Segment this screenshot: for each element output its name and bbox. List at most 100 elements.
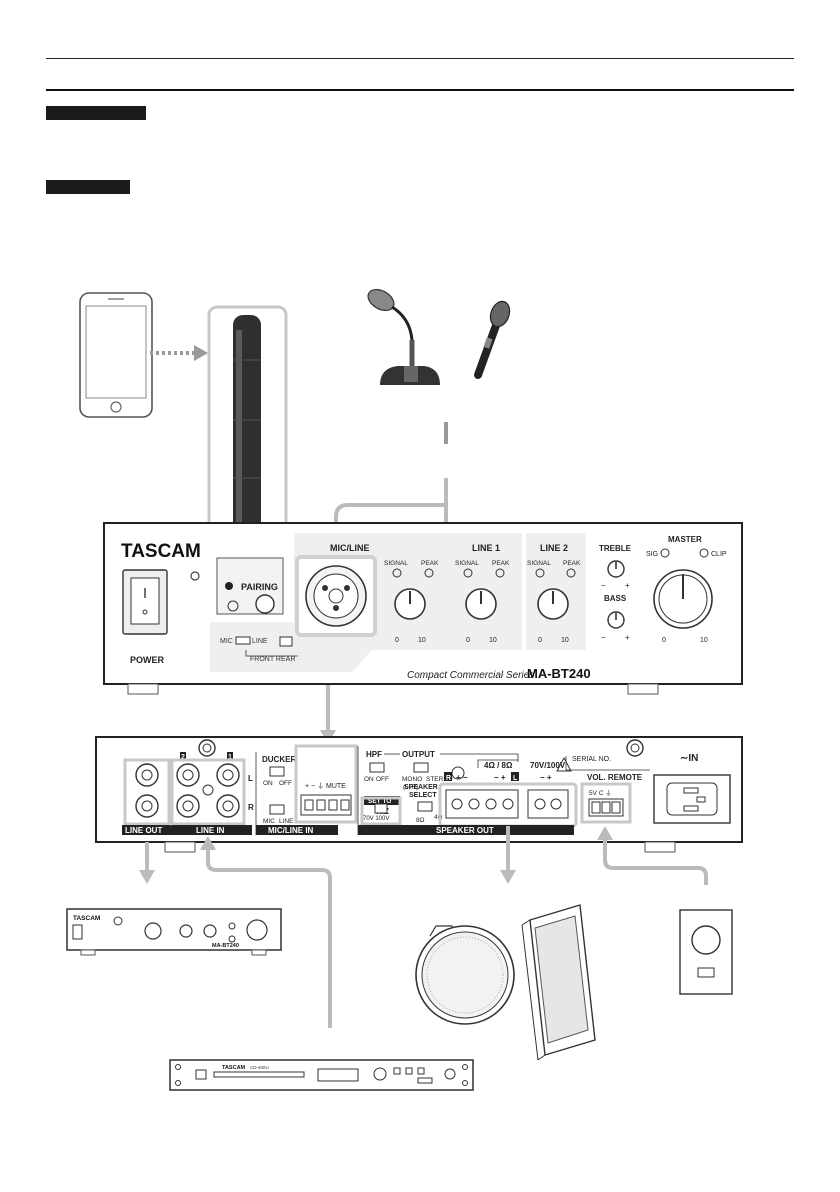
mic-line-in-label: MIC/LINE IN <box>268 826 314 835</box>
svg-text:SIGNAL: SIGNAL <box>527 560 551 567</box>
top-rule <box>46 58 794 59</box>
player-brand: TASCAM <box>222 1065 246 1071</box>
output-mode-switch[interactable] <box>413 762 429 773</box>
impedance-label: 4Ω / 8Ω <box>484 761 513 770</box>
line-in-ch1-label: 1 <box>228 754 232 761</box>
mic-line-rear-switch[interactable] <box>269 804 285 815</box>
sub-amp-model: MA-BT240 <box>212 943 239 949</box>
svg-text:SIGNAL: SIGNAL <box>455 560 479 567</box>
clip-led <box>699 548 709 558</box>
line1-section-label: LINE 1 <box>472 543 500 553</box>
channel-line1: SIGNAL PEAK 0 10 <box>455 560 510 644</box>
speaker-terminal-block-70v[interactable] <box>527 789 569 819</box>
svg-text:PEAK: PEAK <box>421 560 439 567</box>
mic-line-terminal-block[interactable] <box>300 794 352 816</box>
speaker-terminal-block-4ohm[interactable] <box>445 789 519 819</box>
gooseneck-microphone-icon <box>367 288 440 385</box>
stereo-label: STEREO <box>426 776 453 783</box>
pairing-button[interactable] <box>255 594 275 614</box>
speaker-r-label: R <box>446 775 451 782</box>
high-voltage-label: 70V/100V <box>530 761 566 770</box>
remote-terminal-block[interactable] <box>588 798 624 817</box>
speaker-out-label: SPEAKER OUT <box>436 826 494 835</box>
model-label: MA-BT240 <box>527 666 591 681</box>
sig-led <box>660 548 670 558</box>
volume-remote-icon <box>679 909 733 995</box>
series-label: Compact Commercial Series <box>407 670 534 681</box>
rear-panel: LINE OUT 2 1 L R LINE IN DUCKER ON OFF M… <box>95 736 743 853</box>
ducker-switch[interactable] <box>269 766 285 777</box>
line-out-jack-1[interactable] <box>135 763 159 787</box>
vol-remote-label: VOL. REMOTE <box>587 773 643 782</box>
mono-label: MONO <box>402 776 422 783</box>
line-in-1r-jack[interactable] <box>216 794 240 818</box>
ceiling-speaker-icon <box>415 925 515 1025</box>
set-to-label: SET TO <box>368 798 391 805</box>
channel-line2: SIGNAL PEAK 0 10 <box>527 560 581 644</box>
line2-section-label: LINE 2 <box>540 543 568 553</box>
master-label: MASTER <box>668 535 702 544</box>
pairing-label: PAIRING <box>241 582 278 592</box>
front-panel: TASCAM POWER PAIRING MIC/LINE MIC LINE F… <box>103 522 743 695</box>
line-in-2l-jack[interactable] <box>176 763 200 787</box>
treble-label: TREBLE <box>599 544 632 553</box>
svg-text:SIGNAL: SIGNAL <box>384 560 408 567</box>
mic-switch-label: MIC <box>220 638 233 645</box>
brand-logo: TASCAM <box>121 541 201 562</box>
mic-line-switch[interactable] <box>235 636 251 645</box>
hiz-switch[interactable] <box>374 803 388 814</box>
sig-label: SIG <box>646 551 658 558</box>
wall-speaker-icon <box>521 904 596 1061</box>
speaker-l-label: L <box>513 775 518 782</box>
svg-text:10: 10 <box>561 637 569 644</box>
svg-text:0: 0 <box>538 637 542 644</box>
rear-line-label: LINE <box>279 818 294 825</box>
front-rear-label: FRONT REAR <box>250 656 295 663</box>
treble-plus: + <box>625 581 630 590</box>
mic-line-section-label: MIC/LINE <box>330 543 370 553</box>
ducker-off-label: OFF <box>279 780 292 787</box>
ohm4-label: 4Ω <box>434 814 443 821</box>
hiz-voltage-label: 70V 100V <box>363 816 389 822</box>
channel-mic-line: SIGNAL PEAK 0 10 <box>384 560 439 644</box>
player-model: CD-400U <box>250 1065 269 1070</box>
line-out-jack-2[interactable] <box>135 794 159 818</box>
svg-text:PEAK: PEAK <box>563 560 581 567</box>
mono-sub-label: (L+R) <box>403 785 418 791</box>
power-indicator <box>190 571 200 581</box>
line-in-2r-jack[interactable] <box>176 794 200 818</box>
svg-text:0: 0 <box>395 637 399 644</box>
clip-label: CLIP <box>711 551 727 558</box>
ducker-on-label: ON <box>263 780 273 787</box>
line-in-1l-jack[interactable] <box>216 763 240 787</box>
ducker-label: DUCKER <box>262 755 296 764</box>
speaker-select-label: SPEAKER <box>404 784 438 791</box>
speaker-select-switch[interactable] <box>417 801 433 812</box>
speaker-select-label-2: SELECT <box>409 792 437 799</box>
line-in-r-label: R <box>248 803 254 812</box>
hpf-label: HPF <box>366 750 382 759</box>
svg-text:+ −: + − <box>456 773 468 782</box>
mic-line-terminal-labels: + − ⏚ MUTE <box>305 782 346 790</box>
rear-mic-label: MIC <box>263 818 275 825</box>
bass-label: BASS <box>604 594 627 603</box>
svg-text:− +: − + <box>540 773 552 782</box>
output-label: OUTPUT <box>402 750 435 759</box>
line-switch-label: LINE <box>252 638 268 645</box>
sub-amp-brand: TASCAM <box>73 915 100 922</box>
front-rear-switch[interactable] <box>279 636 293 647</box>
serial-label: SERIAL NO. <box>572 756 611 763</box>
ohm8-label: 8Ω <box>416 817 425 824</box>
pairing-led <box>227 600 239 612</box>
hpf-switch[interactable] <box>369 762 385 773</box>
ac-in-label: ∼IN <box>680 753 698 764</box>
svg-text:10: 10 <box>489 637 497 644</box>
note-tag-2 <box>46 180 130 194</box>
line-in-ch2-label: 2 <box>181 754 185 761</box>
master-max: 10 <box>700 637 708 644</box>
section-rule <box>46 89 794 91</box>
treble-minus: − <box>601 581 606 590</box>
svg-text:0: 0 <box>466 637 470 644</box>
sub-amplifier-icon: TASCAM MA-BT240 <box>66 908 282 956</box>
